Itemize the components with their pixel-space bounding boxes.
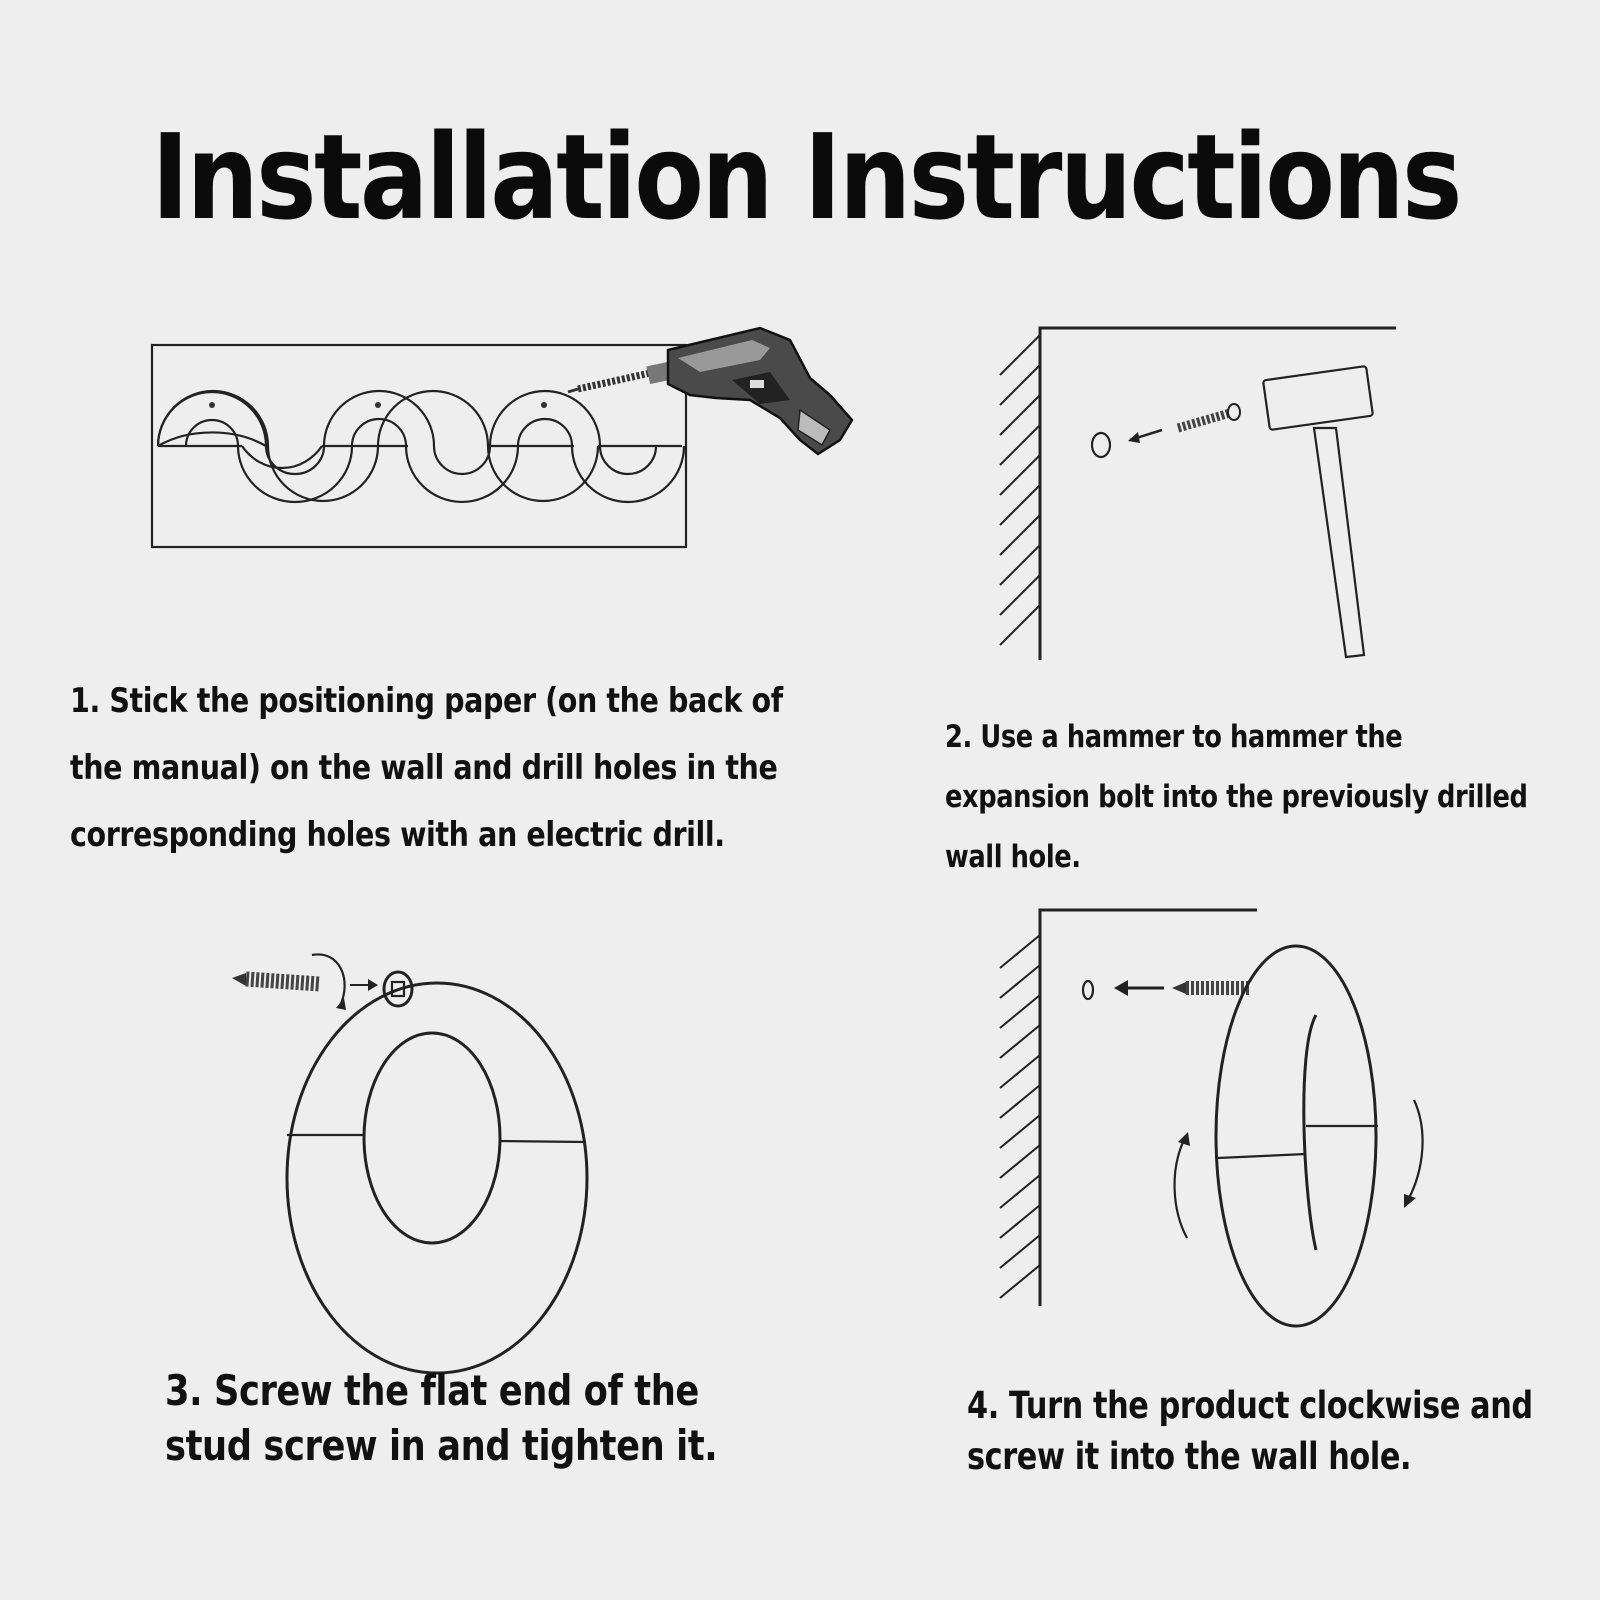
rotate-arrow-icon [311, 953, 378, 1010]
drill-icon [567, 326, 854, 456]
rotate-arrow-icon [1173, 1099, 1424, 1239]
positioning-paper [150, 343, 688, 549]
arrow-left-icon [1128, 428, 1163, 443]
step-4-caption: 4. Turn the product clockwise and screw … [967, 1384, 1533, 1478]
ring-product [285, 970, 589, 1375]
wall-corner [1038, 908, 1257, 1306]
page-title: Installation Instructions [151, 108, 1462, 246]
screw-icon [1172, 981, 1250, 995]
wall-corner [1038, 326, 1396, 660]
wall-hole [1090, 431, 1112, 459]
screw-icon [232, 971, 321, 992]
ring-product [1214, 944, 1378, 1328]
step4-illustration [999, 908, 1424, 1328]
step-1-caption: 1. Stick the positioning paper (on the b… [70, 681, 783, 855]
hammer-icon [1262, 365, 1374, 659]
step-2-caption: 2. Use a hammer to hammer the expansion … [945, 719, 1528, 875]
step1-illustration [150, 326, 854, 549]
step3-illustration [232, 953, 589, 1375]
wall-hatch [999, 334, 1041, 646]
step-3-caption: 3. Screw the flat end of the stud screw … [165, 1366, 718, 1470]
step2-illustration [999, 326, 1396, 660]
wave-template [156, 389, 686, 504]
arrow-left-icon [1114, 980, 1164, 996]
expansion-bolt-icon [1176, 403, 1241, 433]
